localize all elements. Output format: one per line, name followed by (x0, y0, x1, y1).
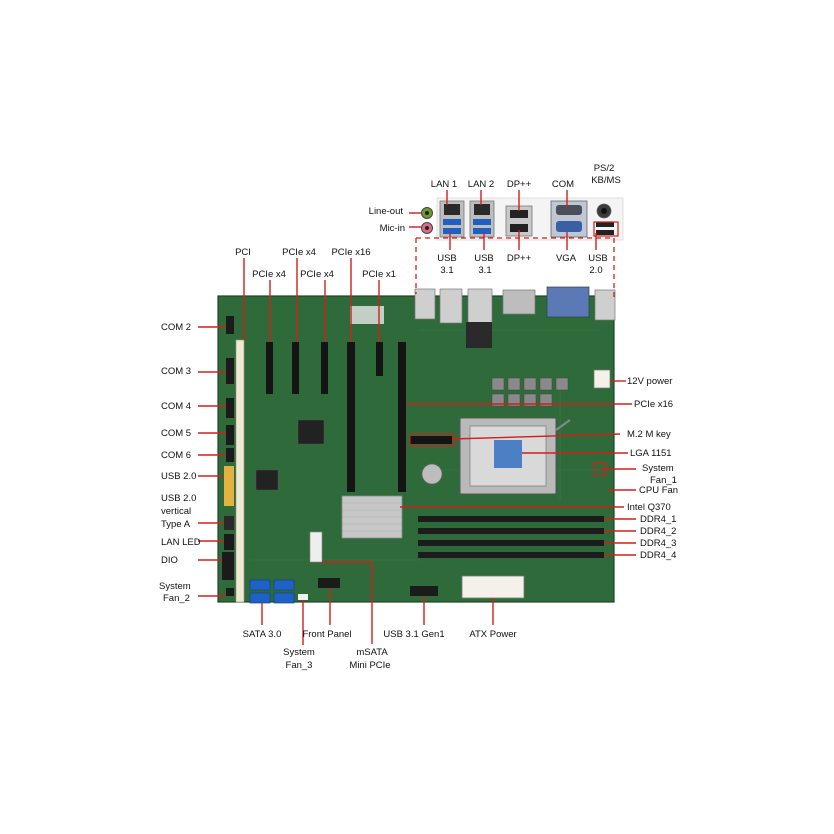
label-mic-in: Mic-in (379, 223, 405, 234)
label-sata: SATA 3.0 (242, 629, 282, 640)
label-mini-pcie: Mini PCIe (349, 660, 391, 671)
ps2-usb20-port-stack (596, 203, 614, 235)
label-ddr4-3: DDR4_3 (640, 538, 677, 549)
cmos-battery (421, 463, 443, 485)
label-usb20v-3: Type A (161, 519, 191, 530)
chipset-heatsink (341, 495, 403, 539)
system-fan3-header (298, 594, 308, 600)
lan1-usb31-port-stack (439, 200, 465, 238)
label-lan1: LAN 1 (430, 179, 458, 190)
label-12v-power: 12V power (627, 376, 673, 387)
label-com5: COM 5 (161, 428, 192, 439)
com-vga-port-stack (550, 200, 588, 238)
label-usb31a-2: 3.1 (440, 265, 454, 276)
label-usb20: USB 2.0 (161, 471, 197, 482)
sata-ports (249, 579, 295, 604)
label-dio: DIO (161, 555, 178, 566)
label-pcie-x4-b: PCIe x4 (282, 247, 316, 258)
label-usb31a-1: USB (437, 253, 457, 264)
pcie-x4-slot-3 (321, 342, 328, 394)
label-com6: COM 6 (161, 450, 192, 461)
vrm-chokes (491, 377, 569, 407)
label-cpu-fan: CPU Fan (639, 485, 679, 496)
label-pci: PCI (235, 247, 251, 258)
io-guide-dashes (415, 237, 615, 300)
label-lga1151: LGA 1151 (630, 448, 672, 459)
label-ddr4-2: DDR4_2 (640, 526, 677, 537)
label-sysfan2-2: Fan_2 (163, 593, 190, 604)
atx-power-connector (461, 575, 525, 599)
label-sysfan1-2: Fan_1 (650, 475, 677, 486)
label-pcie-x16-top: PCIe x16 (331, 247, 371, 258)
label-ps2: PS/2 (593, 163, 615, 174)
ps2-highlight-box (593, 221, 619, 237)
label-pcie-x1: PCIe x1 (362, 269, 396, 280)
label-com2: COM 2 (161, 322, 192, 333)
label-sysfan1-1: System (642, 463, 674, 474)
label-dp-top: DP++ (506, 179, 532, 190)
label-dp-bottom: DP++ (506, 253, 532, 264)
label-q370: Intel Q370 (627, 502, 671, 513)
label-sysfan3-2: Fan_3 (285, 660, 313, 671)
label-vga: VGA (555, 253, 577, 264)
label-ddr4-1: DDR4_1 (640, 514, 677, 525)
fan1-highlight-box (593, 462, 607, 476)
label-usb20v-2: vertical (161, 506, 192, 517)
label-pcie-x4-a: PCIe x4 (252, 269, 286, 280)
label-usb31b-2: 3.1 (478, 265, 492, 276)
label-sysfan3-1: System (283, 647, 315, 658)
label-com3: COM 3 (161, 366, 192, 377)
label-front-panel: Front Panel (302, 629, 352, 640)
pcie-x4-slot-1 (266, 342, 273, 394)
m2-highlight-box (409, 433, 455, 447)
label-atx-power: ATX Power (469, 629, 517, 640)
label-sysfan2-1: System (159, 581, 191, 592)
pcie-x16-slot-1 (347, 342, 355, 492)
12v-power-connector (593, 369, 611, 389)
label-usb31-gen1: USB 3.1 Gen1 (383, 629, 445, 640)
board-rear-io (414, 286, 616, 324)
label-line-out: Line-out (368, 206, 403, 217)
label-lan2: LAN 2 (467, 179, 495, 190)
label-com4: COM 4 (161, 401, 192, 412)
label-usb20v-1: USB 2.0 (161, 493, 197, 504)
pcie-x4-slot-2 (292, 342, 299, 394)
label-usb20-1: USB (588, 253, 608, 264)
io-panel (421, 197, 624, 241)
label-pcie-x4-c: PCIe x4 (300, 269, 334, 280)
label-msata: mSATA (356, 647, 388, 658)
label-usb20-2: 2.0 (589, 265, 603, 276)
label-lan-led: LAN LED (161, 537, 201, 548)
front-panel-header (318, 578, 340, 588)
lan2-usb31-port-stack (469, 200, 495, 238)
pci-slot (235, 339, 245, 603)
left-headers (222, 316, 234, 596)
label-ddr4-4: DDR4_4 (640, 550, 677, 561)
m2-slot (410, 436, 452, 444)
expansion-slots (235, 339, 406, 603)
chips (255, 306, 492, 491)
label-kbms: KB/MS (591, 175, 621, 186)
pcie-x16-slot-2 (398, 342, 406, 492)
dimm-slots (418, 516, 604, 558)
label-com: COM (551, 179, 575, 190)
usb31-gen1-header (410, 586, 438, 596)
label-pcie-x16-right: PCIe x16 (634, 399, 674, 410)
label-m2: M.2 M key (627, 429, 671, 440)
label-usb31b-1: USB (474, 253, 494, 264)
pcie-x1-slot (376, 342, 383, 376)
msata-mini-pcie-slot (309, 531, 323, 563)
lga1151-socket (459, 417, 571, 495)
